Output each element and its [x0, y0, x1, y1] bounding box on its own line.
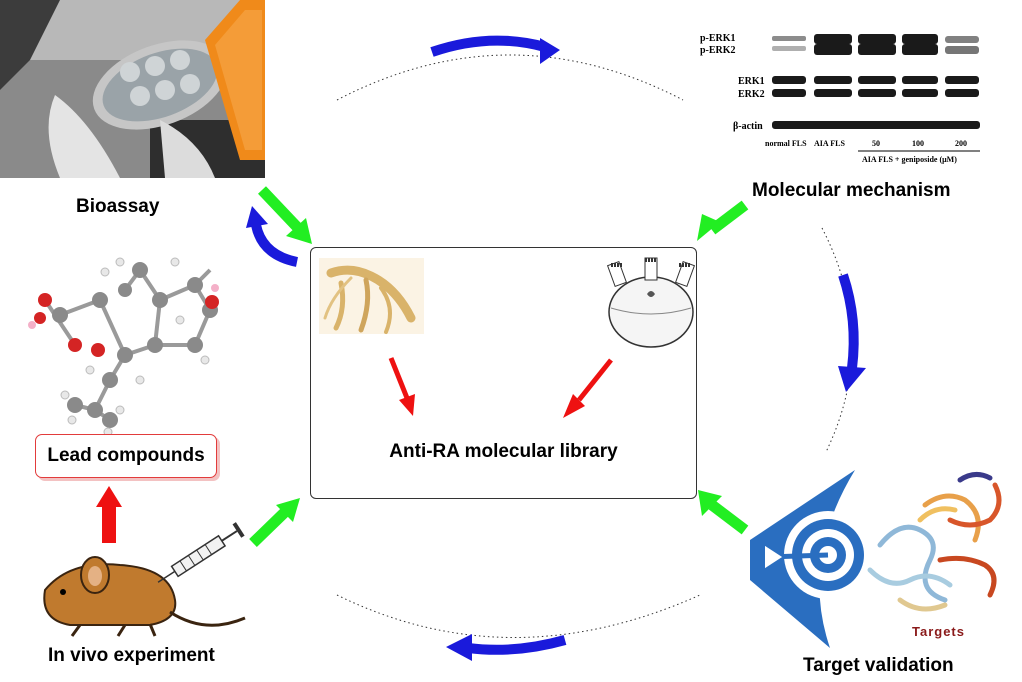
blot-row-perk2: p-ERK2 [700, 45, 736, 56]
round-bottom-flask [606, 257, 696, 348]
lab-photo [0, 0, 265, 178]
lead-compounds-label: Lead compounds [47, 445, 205, 466]
blue-arrow-top [430, 35, 560, 64]
blot-lane-50: 50 [872, 139, 880, 148]
blot-lane-200: 200 [955, 139, 967, 148]
mouse [43, 556, 246, 637]
blot-row-perk1: p-ERK1 [700, 33, 736, 44]
blue-arrow-bottom [446, 634, 567, 661]
blot-lane-100: 100 [912, 139, 924, 148]
target-validation-label: Target validation [803, 655, 954, 676]
blot-row-erk2: ERK2 [738, 89, 765, 100]
blot-row-erk1: ERK1 [738, 76, 765, 87]
green-arrow-mechanism [697, 200, 749, 241]
green-arrow-bioassay [258, 186, 312, 244]
blot-row-actin: β-actin [733, 121, 763, 132]
cycle-arc-top [336, 54, 684, 101]
red-arrow-lead [96, 486, 122, 543]
ginseng-root [319, 258, 424, 334]
blot-group-label: AIA FLS + geniposide (μM) [862, 155, 957, 164]
protein-structure [867, 472, 1002, 612]
in-vivo-label: In vivo experiment [48, 645, 215, 666]
blue-arrow-left [246, 206, 299, 267]
blot-lane-aia: AIA FLS [814, 139, 845, 148]
green-arrow-invivo [249, 498, 300, 547]
center-box-art [319, 257, 696, 418]
green-arrow-target [698, 490, 749, 535]
center-library-box: Anti-RA molecular library [310, 247, 697, 499]
western-blot: p-ERK1 p-ERK2 ERK1 ERK2 β-actin normal F… [700, 33, 980, 164]
cycle-arc-bottom [336, 594, 701, 638]
bioassay-label: Bioassay [76, 196, 160, 217]
cycle-arc-right [821, 227, 853, 453]
target-icon [750, 470, 872, 648]
lead-compounds-box: Lead compounds [35, 434, 217, 478]
syringe [157, 522, 245, 583]
red-arrow-flask [563, 358, 613, 418]
molecular-mechanism-label: Molecular mechanism [752, 180, 951, 201]
blue-arrow-right [838, 273, 866, 392]
blot-lane-normal: normal FLS [765, 139, 807, 148]
red-arrow-ginseng [388, 357, 415, 416]
molecule-atoms [28, 257, 219, 437]
blot-bands [772, 34, 980, 129]
targets-label: Targets [912, 624, 965, 639]
center-title: Anti-RA molecular library [389, 441, 618, 462]
